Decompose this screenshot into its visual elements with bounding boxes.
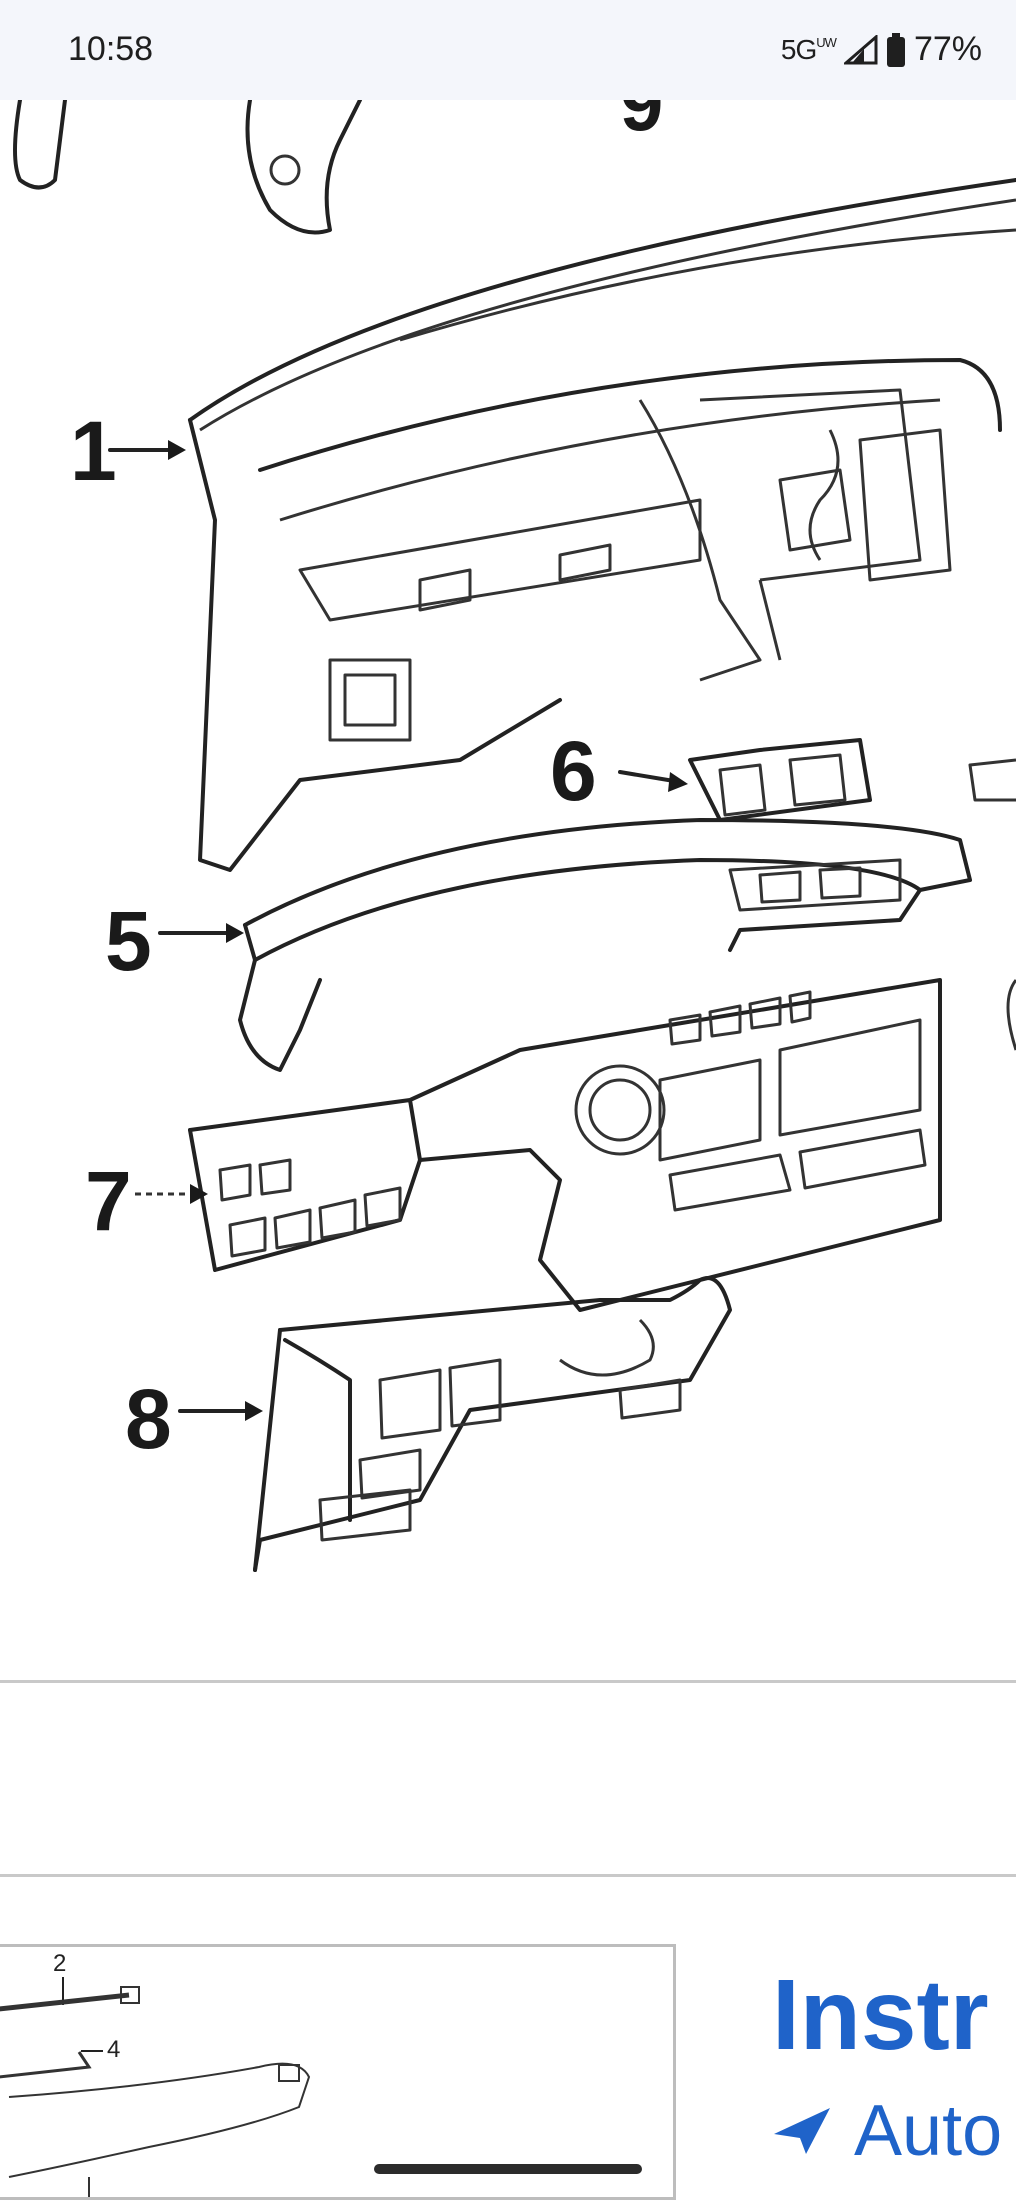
battery-level: 77% [913, 30, 982, 68]
part-8-lower-panel [253, 1276, 732, 1572]
parts-diagram-image[interactable]: 9 1 6 5 7 8 [0, 100, 1016, 1680]
network-type: 5GUW [780, 33, 837, 65]
dashboard-exploded-drawing: 9 1 6 5 7 8 [13, 100, 1016, 1572]
callout-8: 8 [125, 1372, 172, 1466]
battery-icon [886, 32, 905, 67]
thumbnail-drawing: 2 4 [0, 1950, 311, 2197]
callout-1: 1 [70, 404, 117, 498]
callout-7: 7 [85, 1154, 132, 1248]
part-6-vent [688, 738, 1016, 822]
thumb-callout-4: 4 [107, 2036, 120, 2063]
send-arrow-icon [774, 2108, 830, 2154]
status-bar: 10:58 5GUW 77% [0, 0, 1016, 100]
result-title-link[interactable]: Instr [772, 1959, 989, 2071]
part-1-instrument-panel [188, 178, 1016, 872]
callout-6: 6 [550, 724, 597, 818]
callout-9: 9 [620, 100, 663, 147]
status-icons: 5GUW 77% [781, 30, 982, 69]
part-5-trim [238, 818, 1016, 1072]
gesture-nav-handle[interactable] [374, 2164, 642, 2174]
callout-arrows [108, 440, 688, 1421]
result-thumbnail[interactable]: 2 4 [0, 1944, 676, 2200]
callout-5: 5 [105, 894, 152, 988]
divider [0, 1680, 1016, 1683]
divider [0, 1874, 1016, 1877]
result-source[interactable]: Auto [772, 2090, 1002, 2172]
result-source-label: Auto [854, 2091, 1003, 2171]
thumb-callout-2: 2 [53, 1950, 66, 1977]
bracket-piece [13, 100, 67, 190]
signal-icon [843, 34, 878, 64]
part-9-bracket [245, 100, 362, 235]
part-7-bezel [188, 978, 942, 1312]
status-time: 10:58 [68, 30, 154, 68]
